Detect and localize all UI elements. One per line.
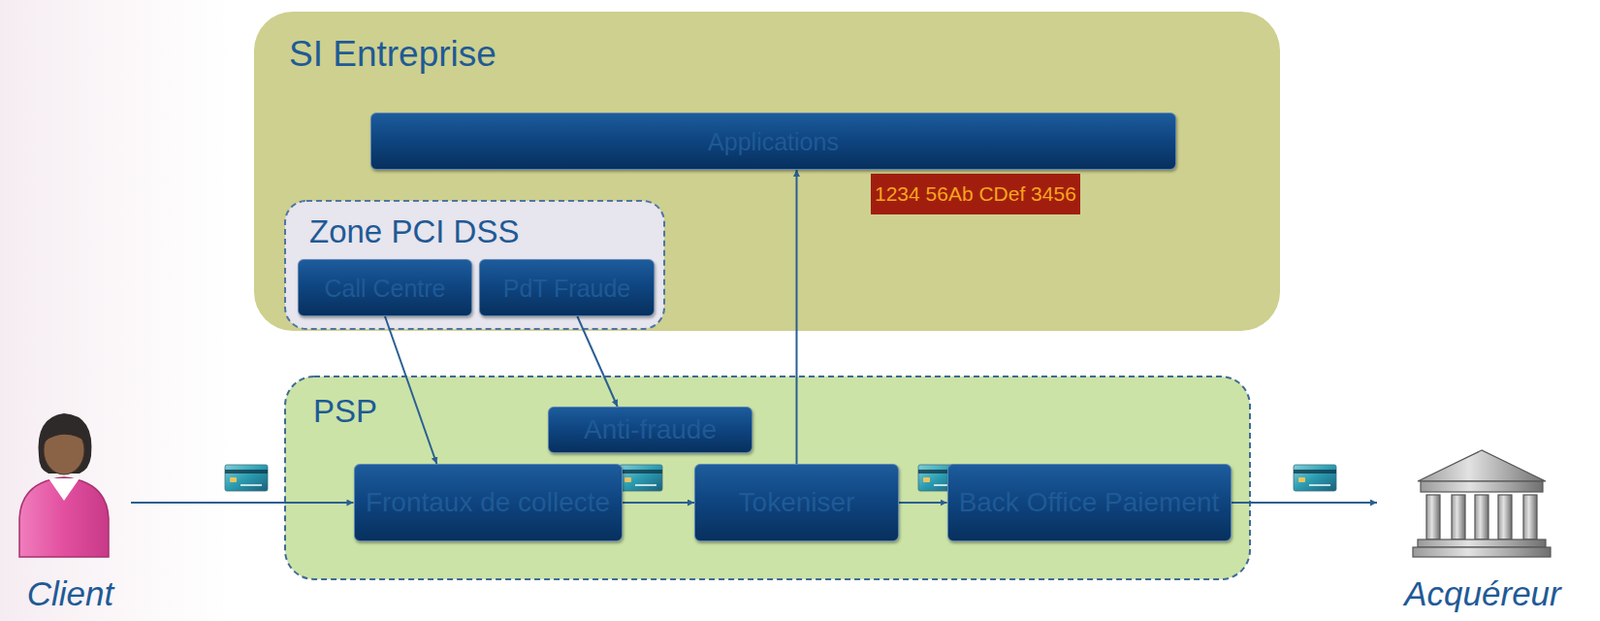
flow-arrow <box>898 501 948 504</box>
process-box: Back Office Paiement <box>947 463 1232 542</box>
bank-figure <box>1412 449 1551 557</box>
box-label: Back Office Paiement <box>959 485 1220 519</box>
region-title: Zone PCI DSS <box>309 213 519 251</box>
flow-arrow <box>384 316 437 464</box>
process-box: PdT Fraude <box>479 258 655 317</box>
box-label: PdT Fraude <box>503 273 632 303</box>
flow-arrow <box>130 501 354 504</box>
client-figure <box>19 413 109 557</box>
enterprise-region-shape <box>254 11 1280 331</box>
flow-arrow <box>576 316 617 407</box>
pci-zone-shape <box>285 200 665 329</box>
flow-arrow <box>1231 501 1378 504</box>
flow-arrow <box>796 169 799 464</box>
region-title: SI Entreprise <box>288 33 497 75</box>
process-box: Anti-fraude <box>547 406 753 453</box>
box-label: Anti-fraude <box>583 413 717 447</box>
region-title: PSP <box>313 392 378 430</box>
pci-zone: Zone PCI DSS Call Centre PdT Fraude <box>284 199 666 330</box>
box-label: Call Centre <box>323 273 446 303</box>
acquirer-actor: Acquéreur <box>1376 415 1589 615</box>
flow-arrow <box>622 501 696 504</box>
process-box: Tokeniser <box>694 463 899 542</box>
actor-label: Acquéreur <box>1404 574 1561 613</box>
application-bar: Applications <box>370 112 1177 170</box>
box-label: Applications <box>707 127 839 157</box>
token-example: 1234 56Ab CDef 3456 <box>870 173 1081 215</box>
psp-region-shape <box>285 376 1250 579</box>
box-label: Frontaux de collecte <box>365 485 610 519</box>
process-box: Call Centre <box>297 258 473 317</box>
box-label: Tokeniser <box>738 485 856 519</box>
enterprise-region: SI EntrepriseApplicationsZone PCI DSS Cal… <box>253 10 1281 332</box>
psp-region: PSP Anti-fraudeFrontaux de collecte Tokeni… <box>284 375 1251 580</box>
client-actor: Client <box>9 415 131 615</box>
actor-label: Client <box>27 574 114 613</box>
process-box: Frontaux de collecte <box>353 463 623 542</box>
